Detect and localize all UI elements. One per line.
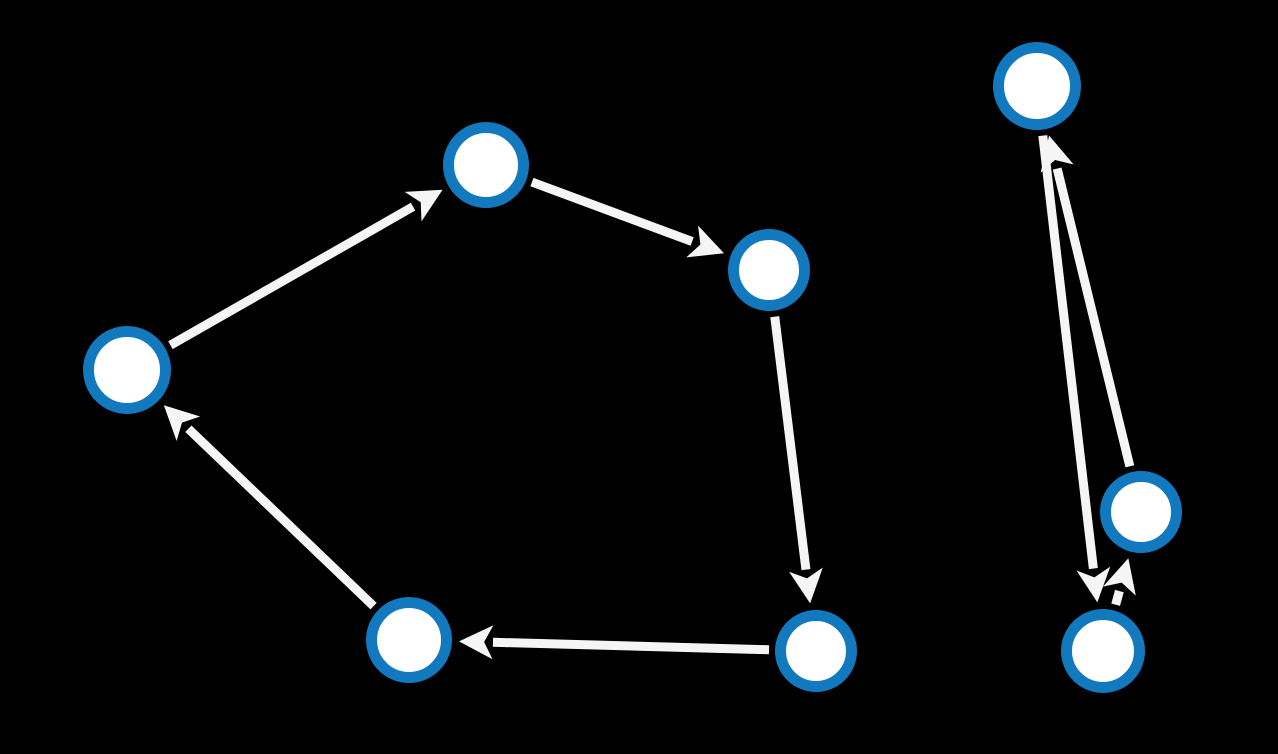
node-ring — [1061, 609, 1145, 693]
edge-arrowhead-icon — [404, 189, 443, 222]
graph-node[interactable] — [728, 229, 810, 311]
edge-arrowhead-icon — [1076, 566, 1111, 603]
graph-node[interactable] — [1061, 609, 1145, 693]
graph-node[interactable] — [83, 326, 171, 414]
node-ring — [993, 42, 1081, 130]
graph-edge[interactable] — [530, 177, 724, 258]
node-ring — [83, 326, 171, 414]
node-ring — [775, 610, 857, 692]
graph-node[interactable] — [775, 610, 857, 692]
graph-edge[interactable] — [168, 189, 443, 350]
edge-arrowhead-icon — [1040, 135, 1074, 173]
edge-line — [492, 637, 770, 655]
edges-layer — [163, 135, 1136, 660]
edge-line — [770, 316, 811, 571]
edge-arrowhead-icon — [1102, 558, 1136, 596]
edge-arrowhead-icon — [163, 405, 201, 442]
graph-node[interactable] — [993, 42, 1081, 130]
graph-edge[interactable] — [1040, 135, 1135, 468]
graph-edge[interactable] — [1102, 558, 1136, 606]
edge-arrowhead-icon — [686, 225, 724, 258]
graph-node[interactable] — [366, 597, 452, 683]
node-ring — [443, 122, 529, 208]
edge-line — [1052, 167, 1135, 468]
graph-node[interactable] — [443, 122, 529, 208]
node-ring — [728, 229, 810, 311]
node-ring — [366, 597, 452, 683]
edge-line — [1111, 589, 1124, 606]
edge-line — [530, 177, 694, 246]
graph-edge[interactable] — [458, 625, 770, 660]
edge-arrowhead-icon — [789, 567, 823, 604]
edge-line — [1038, 135, 1098, 570]
edge-arrowhead-icon — [458, 625, 494, 660]
node-ring — [1100, 471, 1182, 553]
edge-line — [185, 425, 377, 610]
graph-edge[interactable] — [163, 405, 377, 610]
nodes-layer — [83, 42, 1182, 693]
graph-edge[interactable] — [1038, 135, 1111, 603]
edge-line — [168, 202, 416, 350]
graph-edge[interactable] — [770, 316, 823, 604]
graph-node[interactable] — [1100, 471, 1182, 553]
